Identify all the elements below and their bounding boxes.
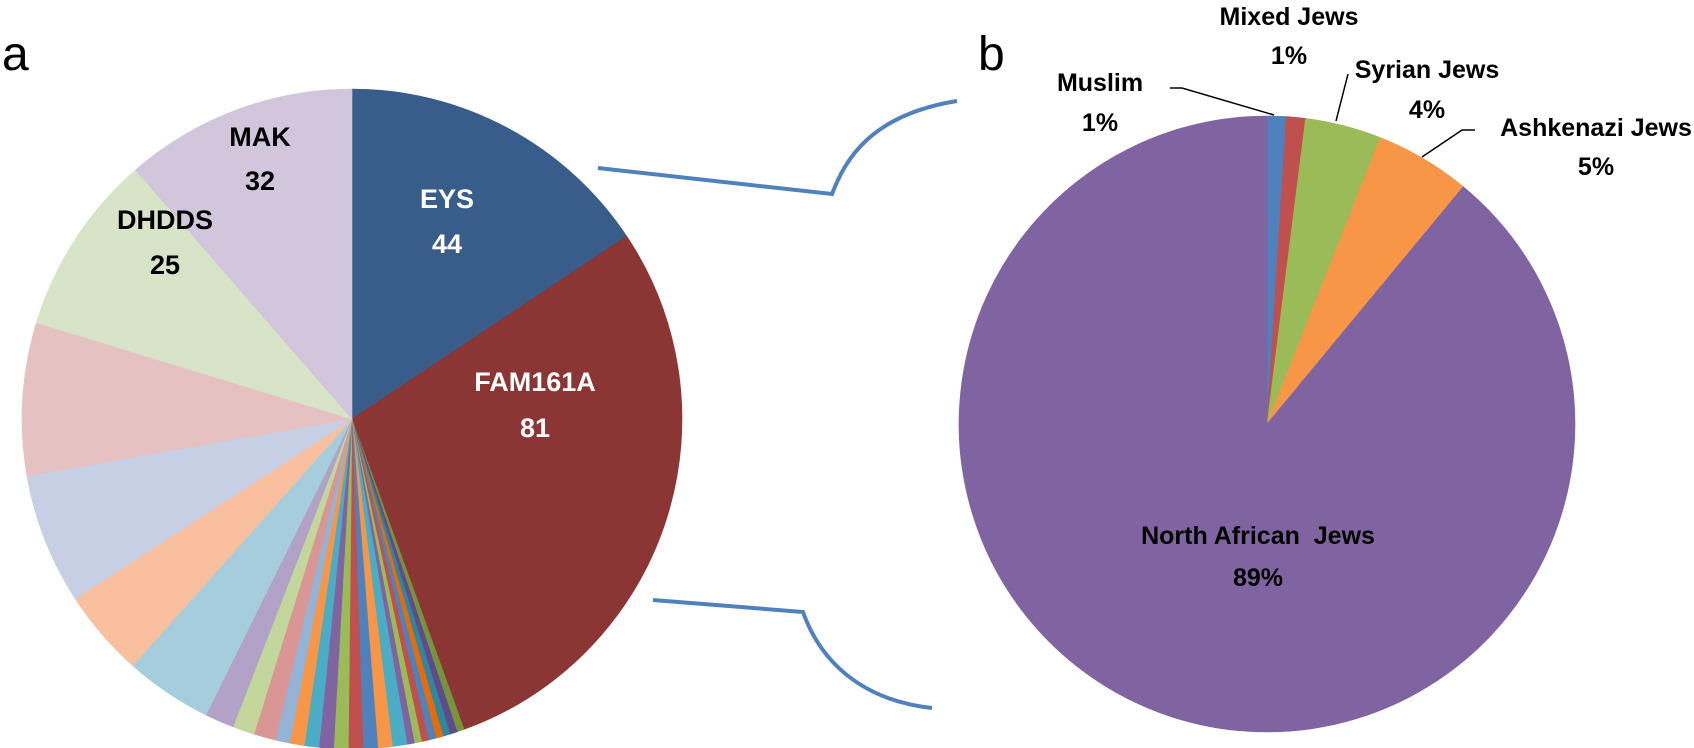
label-syrian-jews: Syrian Jews	[1355, 56, 1500, 84]
leader-syrian	[1335, 73, 1349, 122]
pie-a-slice-slice-13	[348, 418, 364, 748]
panel-letter-a: a	[2, 28, 29, 81]
value-ashkenazi-jews: 5%	[1578, 153, 1614, 181]
value-dhdds: 25	[150, 250, 180, 280]
label-dhdds: DHDDS	[117, 205, 213, 235]
pie-chart-a	[21, 88, 683, 748]
label-muslim: Muslim	[1057, 69, 1143, 97]
value-north-african-jews: 89%	[1233, 564, 1283, 592]
pie-a-slice-fam161a	[351, 235, 683, 730]
label-mak: MAK	[229, 122, 291, 152]
panel-letter-b: b	[978, 28, 1005, 81]
value-fam161a: 81	[520, 413, 550, 443]
value-syrian-jews: 4%	[1409, 96, 1445, 124]
pie-a-slice-eys	[351, 88, 628, 420]
pie-a-slice-slice-25	[21, 322, 353, 477]
leader-ashkenazi	[1421, 129, 1475, 158]
pie-a-slice-slice-24	[26, 418, 353, 600]
pie-a-slice-mak	[135, 88, 353, 420]
label-ashkenazi-jews: Ashkenazi Jews	[1500, 114, 1692, 142]
pie-chart-b	[958, 115, 1576, 733]
value-muslim: 1%	[1082, 109, 1118, 137]
leader-muslim	[1170, 87, 1275, 116]
connector-bottom	[652, 598, 933, 710]
connector-top	[597, 99, 958, 197]
label-eys: EYS	[420, 184, 474, 214]
value-mixed-jews: 1%	[1271, 42, 1307, 70]
label-mixed-jews: Mixed Jews	[1220, 3, 1359, 31]
pie-b-slice-north-african-jews	[958, 115, 1576, 733]
pie-a-slice-dhdds	[36, 169, 353, 420]
value-eys: 44	[432, 229, 462, 259]
label-fam161a: FAM161A	[474, 367, 596, 397]
label-north-african-jews: North African Jews	[1141, 522, 1375, 550]
value-mak: 32	[245, 166, 275, 196]
